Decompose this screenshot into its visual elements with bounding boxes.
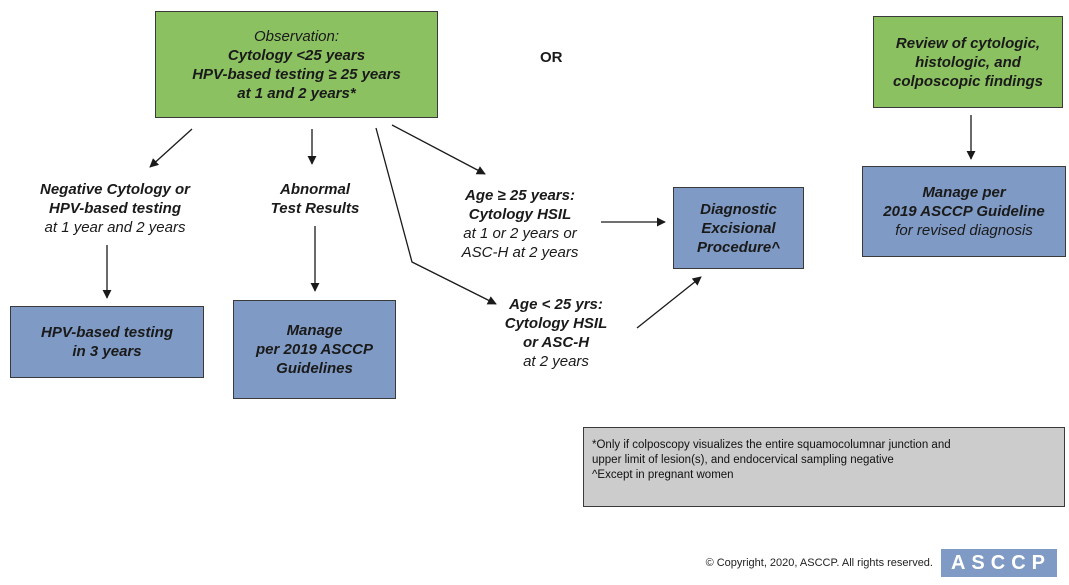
or-label: OR	[540, 49, 563, 66]
age-lt25-text: Age < 25 yrs: Cytology HSIL or ASC-H at …	[491, 295, 621, 371]
age-ge25-line-3: at 1 or 2 years or	[463, 225, 577, 242]
footnote-line-1: *Only if colposcopy visualizes the entir…	[592, 439, 951, 451]
arrow-obs-to-negative	[149, 128, 193, 168]
arrow-obs-to-age-ge25	[391, 124, 486, 175]
diagnostic-line-3: Procedure^	[697, 238, 780, 256]
arrow-age-lt25-to-diagnostic	[636, 276, 702, 329]
observation-hpv: HPV-based testing ≥ 25 years	[192, 65, 401, 83]
observation-cytology: Cytology <25 years	[227, 46, 366, 64]
diagnostic-line-1: Diagnostic	[700, 200, 777, 218]
age-ge25-line-2: Cytology HSIL	[468, 206, 572, 223]
observation-title: Observation:	[253, 27, 340, 45]
abnormal-line-1: Abnormal	[279, 181, 350, 198]
diagnostic-procedure-box: Diagnostic Excisional Procedure^	[673, 187, 804, 269]
arrow-obs-to-age-lt25	[375, 127, 497, 305]
diagnostic-line-2: Excisional	[701, 219, 776, 237]
hpv-line-1: HPV-based testing	[41, 324, 173, 341]
abnormal-line-2: Test Results	[270, 200, 360, 217]
footer: © Copyright, 2020, ASCCP. All rights res…	[706, 549, 1057, 577]
footnote-box: *Only if colposcopy visualizes the entir…	[583, 427, 1065, 507]
age-lt25-line-3: or ASC-H	[522, 334, 590, 351]
negative-line-1: Negative Cytology or	[39, 181, 191, 198]
age-ge25-text: Age ≥ 25 years: Cytology HSIL at 1 or 2 …	[441, 186, 599, 262]
hpv-line-2: in 3 years	[72, 343, 142, 360]
age-lt25-line-4: at 2 years	[523, 353, 589, 370]
abnormal-results-text: Abnormal Test Results	[255, 180, 375, 218]
footnote-line-2: upper limit of lesion(s), and endocervic…	[592, 454, 894, 466]
negative-cytology-text: Negative Cytology or HPV-based testing a…	[15, 180, 215, 237]
manage-revised-box: Manage per 2019 ASCCP Guideline for revi…	[862, 166, 1066, 257]
review-line-3: colposcopic findings	[892, 72, 1043, 90]
footnote-line-3: ^Except in pregnant women	[592, 469, 734, 481]
age-ge25-line-4: ASC-H at 2 years	[461, 244, 579, 261]
age-lt25-line-1: Age < 25 yrs:	[509, 296, 603, 313]
manage-revised-line-2: 2019 ASCCP Guideline	[883, 203, 1045, 220]
observation-box: Observation: Cytology <25 years HPV-base…	[155, 11, 438, 118]
hpv-testing-box: HPV-based testing in 3 years	[10, 306, 204, 378]
manage-line-1: Manage	[286, 322, 343, 339]
review-line-1: Review of cytologic,	[895, 34, 1041, 52]
manage-guidelines-box: Manage per 2019 ASCCP Guidelines	[233, 300, 396, 399]
negative-line-2: HPV-based testing	[49, 200, 181, 217]
manage-revised-line-1: Manage per	[922, 184, 1006, 201]
negative-line-3: at 1 year and 2 years	[44, 219, 186, 236]
age-ge25-line-1: Age ≥ 25 years:	[465, 187, 575, 204]
manage-line-3: Guidelines	[276, 360, 353, 377]
review-line-2: histologic, and	[915, 53, 1021, 71]
observation-timing: at 1 and 2 years*	[237, 84, 356, 102]
manage-revised-line-3: for revised diagnosis	[895, 222, 1033, 239]
age-lt25-line-2: Cytology HSIL	[504, 315, 608, 332]
copyright-text: © Copyright, 2020, ASCCP. All rights res…	[705, 557, 933, 569]
manage-line-2: per 2019 ASCCP	[256, 341, 373, 358]
review-box: Review of cytologic, histologic, and col…	[873, 16, 1063, 108]
asccp-logo: ASCCP	[940, 549, 1057, 577]
